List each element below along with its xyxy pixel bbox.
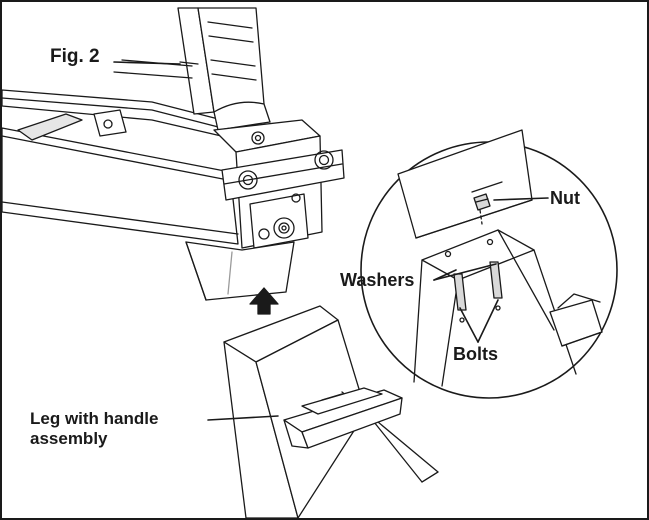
leader-lines [113, 61, 549, 421]
leg-assembly [223, 305, 439, 518]
nut-callout: Nut [550, 188, 580, 208]
bolts-callout: Bolts [453, 344, 498, 364]
mounting-block [213, 119, 345, 249]
upright-frame [113, 7, 271, 131]
washers-callout: Washers [340, 270, 415, 290]
leg-socket [185, 241, 295, 301]
frame-rail [2, 89, 239, 245]
bolts-leader-b [477, 299, 499, 343]
leg-callout-line2: assembly [30, 428, 108, 448]
washers-leader-b [433, 263, 497, 281]
detail-view [360, 129, 618, 399]
insert-arrow [249, 287, 279, 315]
leg-callout-line1: Leg with handle [30, 409, 159, 428]
bolts-leader-a [459, 307, 479, 343]
nut-leader [493, 197, 549, 201]
figure-title: Fig. 2 [50, 46, 100, 67]
leg-callout: Leg with handle assembly [30, 409, 230, 448]
fig-leader [113, 61, 181, 65]
leg-leader [207, 415, 279, 421]
